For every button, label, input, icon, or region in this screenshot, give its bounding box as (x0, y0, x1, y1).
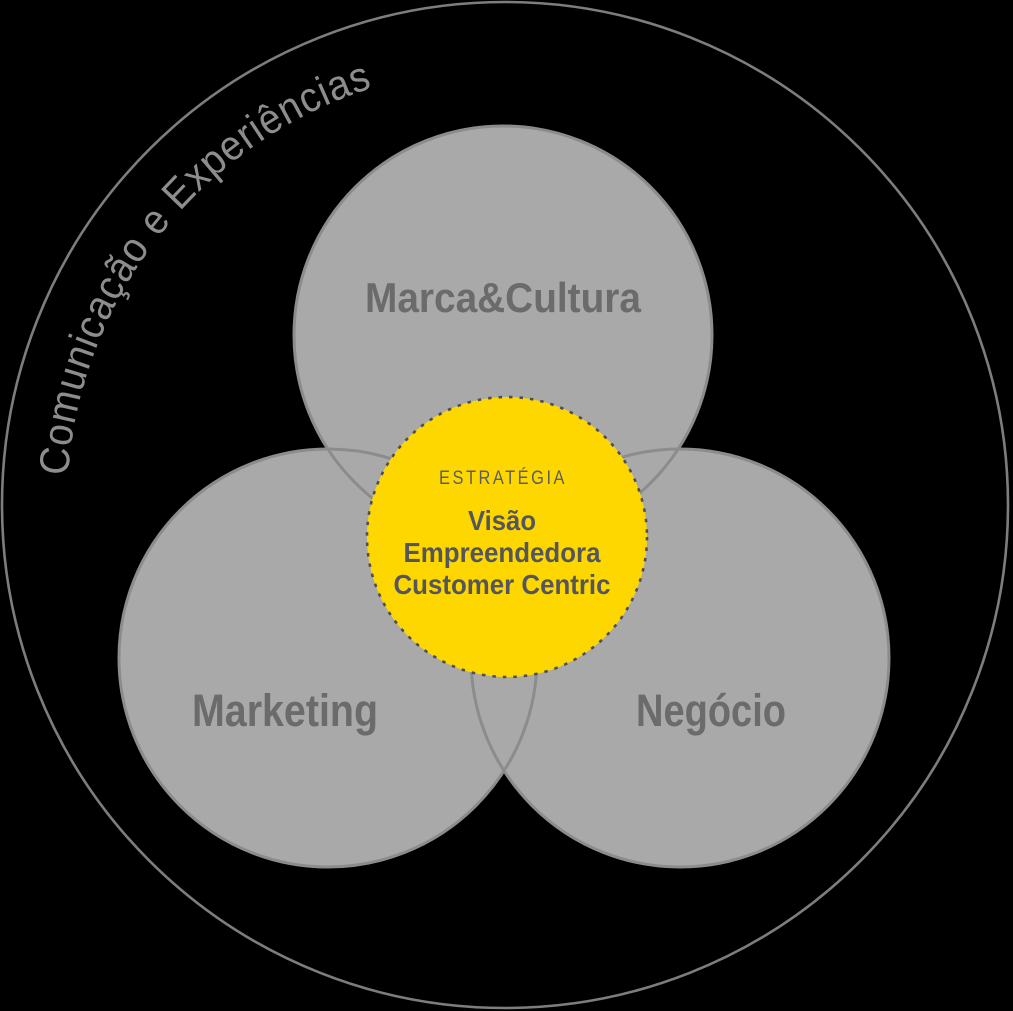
venn-circle-marca-cultura (294, 126, 712, 544)
label-negocio: Negócio (636, 685, 786, 736)
label-marketing: Marketing (192, 685, 378, 736)
center-line-customer-centric: Customer Centric (394, 569, 611, 600)
center-strategy-circle (365, 395, 649, 679)
label-marca-cultura: Marca&Cultura (365, 274, 642, 321)
center-line-empreendedora: Empreendedora (404, 537, 601, 568)
center-line-visao: Visão (468, 505, 536, 536)
center-eyebrow-text: ESTRATÉGIA (439, 466, 567, 489)
